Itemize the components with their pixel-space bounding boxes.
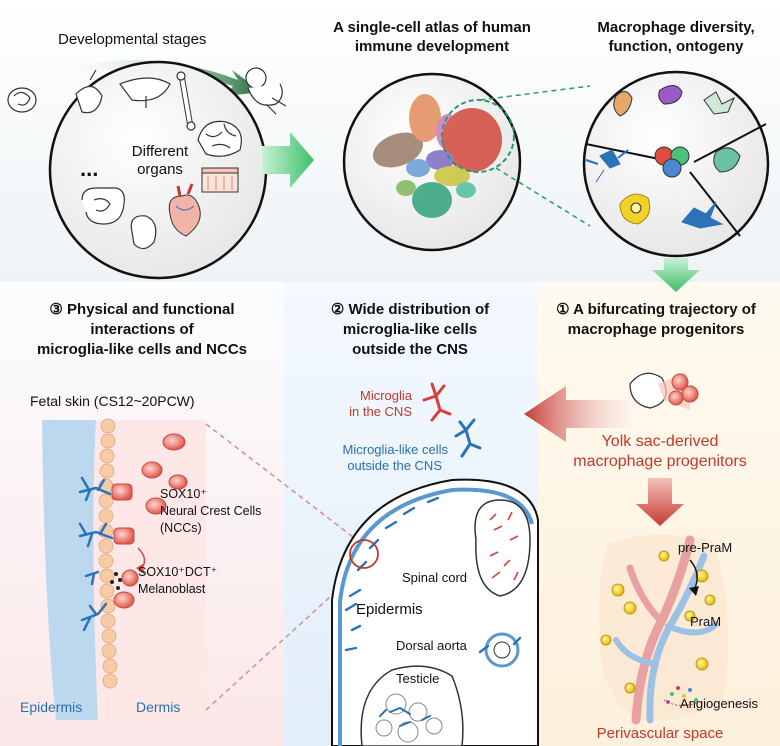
panel2-title-1: ② Wide distribution of [331, 301, 490, 318]
dorsal-aorta-inner [493, 641, 511, 659]
melanin-dots [110, 572, 122, 590]
fetal-skin-label: Fetal skin (CS12~20PCW) [30, 393, 195, 409]
angiogenesis-particles [663, 686, 699, 706]
mlc-label-1: Microglia-like cells [343, 442, 449, 457]
ncc-to-melanoblast-arrowhead [136, 564, 144, 574]
organs-label: organs [137, 161, 183, 178]
skin-zoom-circle [349, 539, 379, 569]
dermis-label-p3: Dermis [136, 699, 180, 715]
skin-block-icon [201, 167, 239, 193]
heart-icon [168, 183, 201, 237]
atlas-title-2: immune development [355, 38, 509, 55]
microglia-cns-icon [422, 382, 452, 422]
epidermis-label-p2: Epidermis [356, 601, 423, 618]
panel2-title-2: microglia-like cells [343, 321, 477, 338]
sox10-ncc-label-3: (NCCs) [160, 521, 202, 535]
blood-vessels [613, 535, 719, 725]
pre-pram-label: pre-PraM [678, 540, 732, 555]
epidermis-band [42, 420, 98, 720]
stomach-icon [130, 215, 157, 250]
testicle-label: Testicle [396, 671, 439, 686]
ncc-cells [111, 433, 188, 609]
macrophage-cells-icon [585, 85, 741, 229]
sox10-ncc-label-1: SOX10⁺ [160, 487, 207, 501]
yolk-label-2: macrophage progenitors [573, 453, 746, 470]
microglia-like-cells-skin [78, 476, 114, 632]
mlc-label-2: outside the CNS [347, 458, 442, 473]
dev-stages-label: Developmental stages [58, 31, 206, 48]
diversity-title-1: Macrophage diversity, [597, 19, 754, 36]
yolk-sac-progenitor-icon [629, 372, 699, 410]
embryo-left-icon [7, 87, 37, 113]
dorsal-aorta-label: Dorsal aorta [396, 638, 468, 653]
arrow-to-atlas [262, 132, 314, 188]
pram-cells [600, 550, 716, 694]
bone-icon [176, 71, 196, 131]
zoom-line-bottom [495, 167, 591, 227]
panel1-title-2: macrophage progenitors [568, 321, 745, 338]
diversity-title-2: function, ontogeny [609, 38, 745, 55]
arrow-to-panel1 [652, 258, 700, 292]
diversity-divider-right [693, 123, 767, 163]
panel3-title-1: ③ Physical and functional [49, 301, 234, 318]
different-label: Different [132, 143, 189, 160]
brain-icon [197, 120, 242, 157]
melanoblast-label: Melanoblast [138, 582, 206, 596]
liver-icon [119, 77, 171, 108]
perivascular-label: Perivascular space [597, 725, 724, 742]
macrophage-cluster-highlight [441, 99, 515, 173]
panel1-title-1: ① A bifurcating trajectory of [556, 301, 757, 318]
microglia-label-2: in the CNS [349, 404, 412, 419]
epidermis-label-p3: Epidermis [20, 699, 82, 715]
pre-pram-to-pram-arrowhead [689, 586, 699, 596]
testicle-microglia-like [379, 706, 431, 727]
atlas-title-1: A single-cell atlas of human [333, 19, 531, 36]
umap-clusters [372, 94, 502, 218]
spinal-cord-microglia [489, 511, 519, 581]
ellipsis-label: ... [80, 156, 98, 181]
microglia-like-cell-icon [454, 418, 482, 458]
panel3-title-2: interactions of [90, 321, 194, 338]
epidermis-outline [338, 487, 534, 746]
spinal-cord-shape [474, 499, 531, 597]
yolk-sac-icon [75, 69, 103, 114]
sox10-ncc-label-2: Neural Crest Cells [160, 504, 261, 518]
yolk-label-1: Yolk sac-derived [602, 433, 719, 450]
angiogenesis-label: Angiogenesis [680, 696, 759, 711]
zoom-line-top [479, 85, 591, 101]
microglia-label-1: Microglia [360, 388, 413, 403]
dev-stages-arrow [60, 60, 262, 96]
sox10-dct-label: SOX10⁺DCT⁺ [138, 565, 217, 579]
fetus-right-icon [245, 67, 287, 115]
panel2-title-3: outside the CNS [352, 341, 468, 358]
panel3-title-3: microglia-like cells and NCCs [37, 341, 247, 358]
basal-cell-column [98, 418, 118, 689]
spinal-cord-label: Spinal cord [402, 570, 467, 585]
arrow-to-panel2 [524, 386, 642, 442]
pram-label: PraM [690, 614, 721, 629]
zoom-line-p3-top [205, 423, 363, 545]
testicle-shape [360, 665, 464, 746]
arrow-to-perivascular [636, 478, 684, 526]
intestine-icon [81, 187, 125, 225]
